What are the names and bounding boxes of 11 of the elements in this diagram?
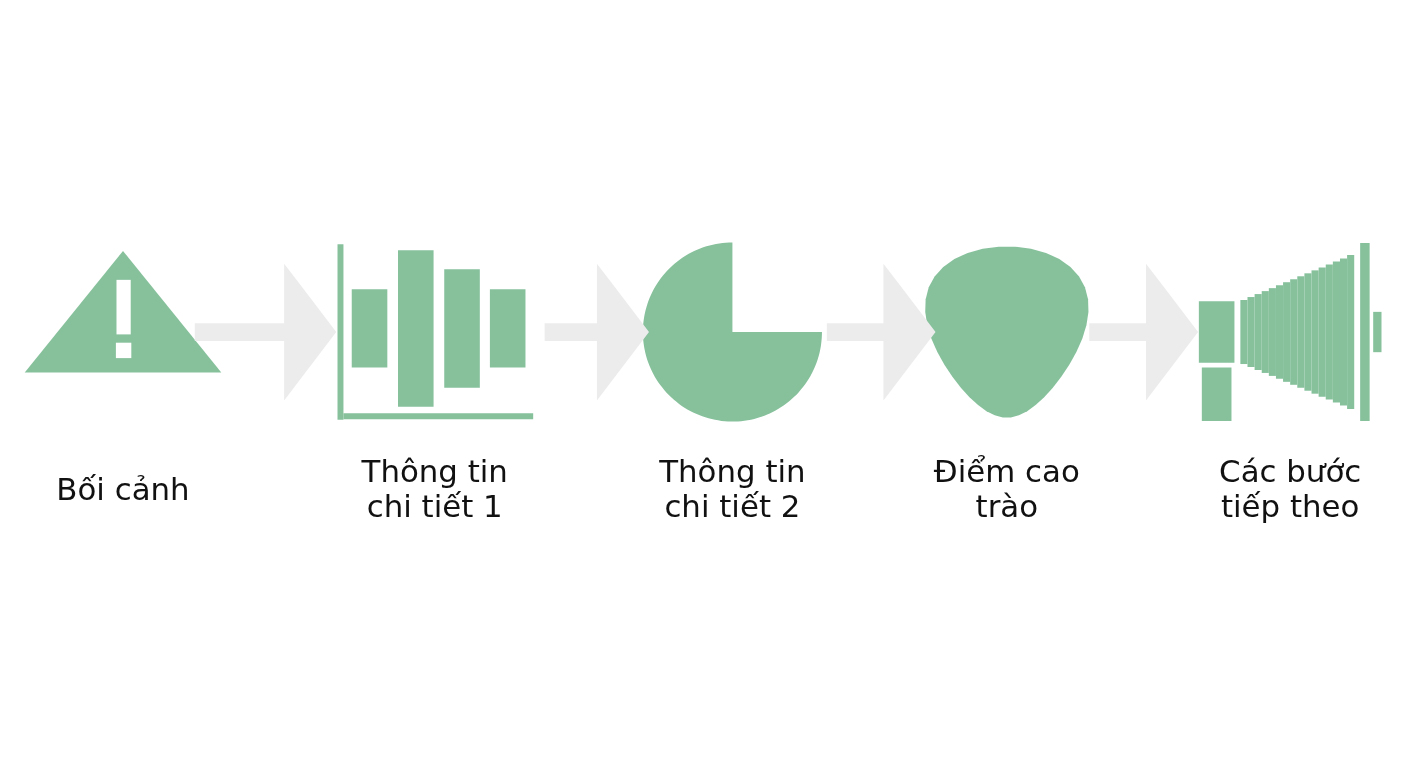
- node-label: Thông tin chi tiết 1: [361, 452, 508, 524]
- node-label: Điểm cao trào: [933, 452, 1080, 524]
- node-label: Bối cảnh: [56, 470, 190, 507]
- arrow: [194, 263, 337, 400]
- node-picture: [925, 246, 1089, 417]
- node-label: Thông tin chi tiết 2: [659, 452, 806, 524]
- node-picture: [24, 250, 222, 373]
- node-label: Các bước tiếp theo: [1219, 452, 1362, 524]
- arrow: [1089, 263, 1199, 400]
- arrow: [544, 263, 649, 400]
- arrow: [826, 263, 936, 400]
